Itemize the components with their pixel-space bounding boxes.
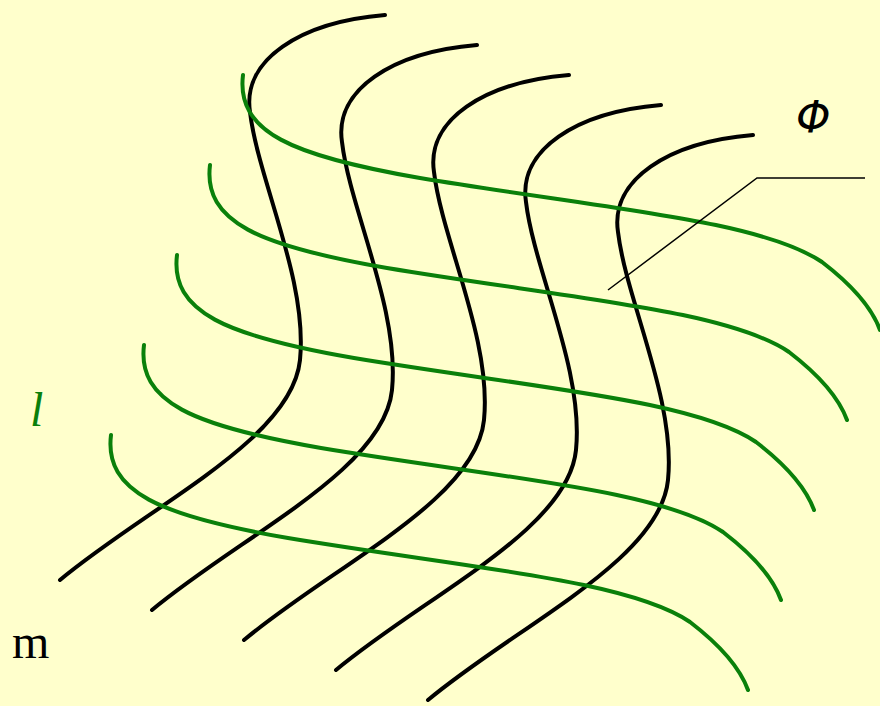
curve-m bbox=[152, 45, 477, 610]
curve-l bbox=[242, 75, 880, 330]
curve-l bbox=[176, 255, 814, 510]
curve-l bbox=[209, 165, 847, 420]
leader-line bbox=[608, 178, 865, 290]
curve-m bbox=[60, 15, 385, 580]
curve-label: m bbox=[12, 618, 49, 666]
curve-l bbox=[110, 435, 748, 690]
curve-label: l bbox=[30, 386, 43, 434]
surface-label: Φ bbox=[796, 96, 831, 140]
curve-family-m bbox=[60, 15, 753, 700]
curve-family-l bbox=[110, 75, 880, 690]
curve-l bbox=[143, 345, 781, 600]
